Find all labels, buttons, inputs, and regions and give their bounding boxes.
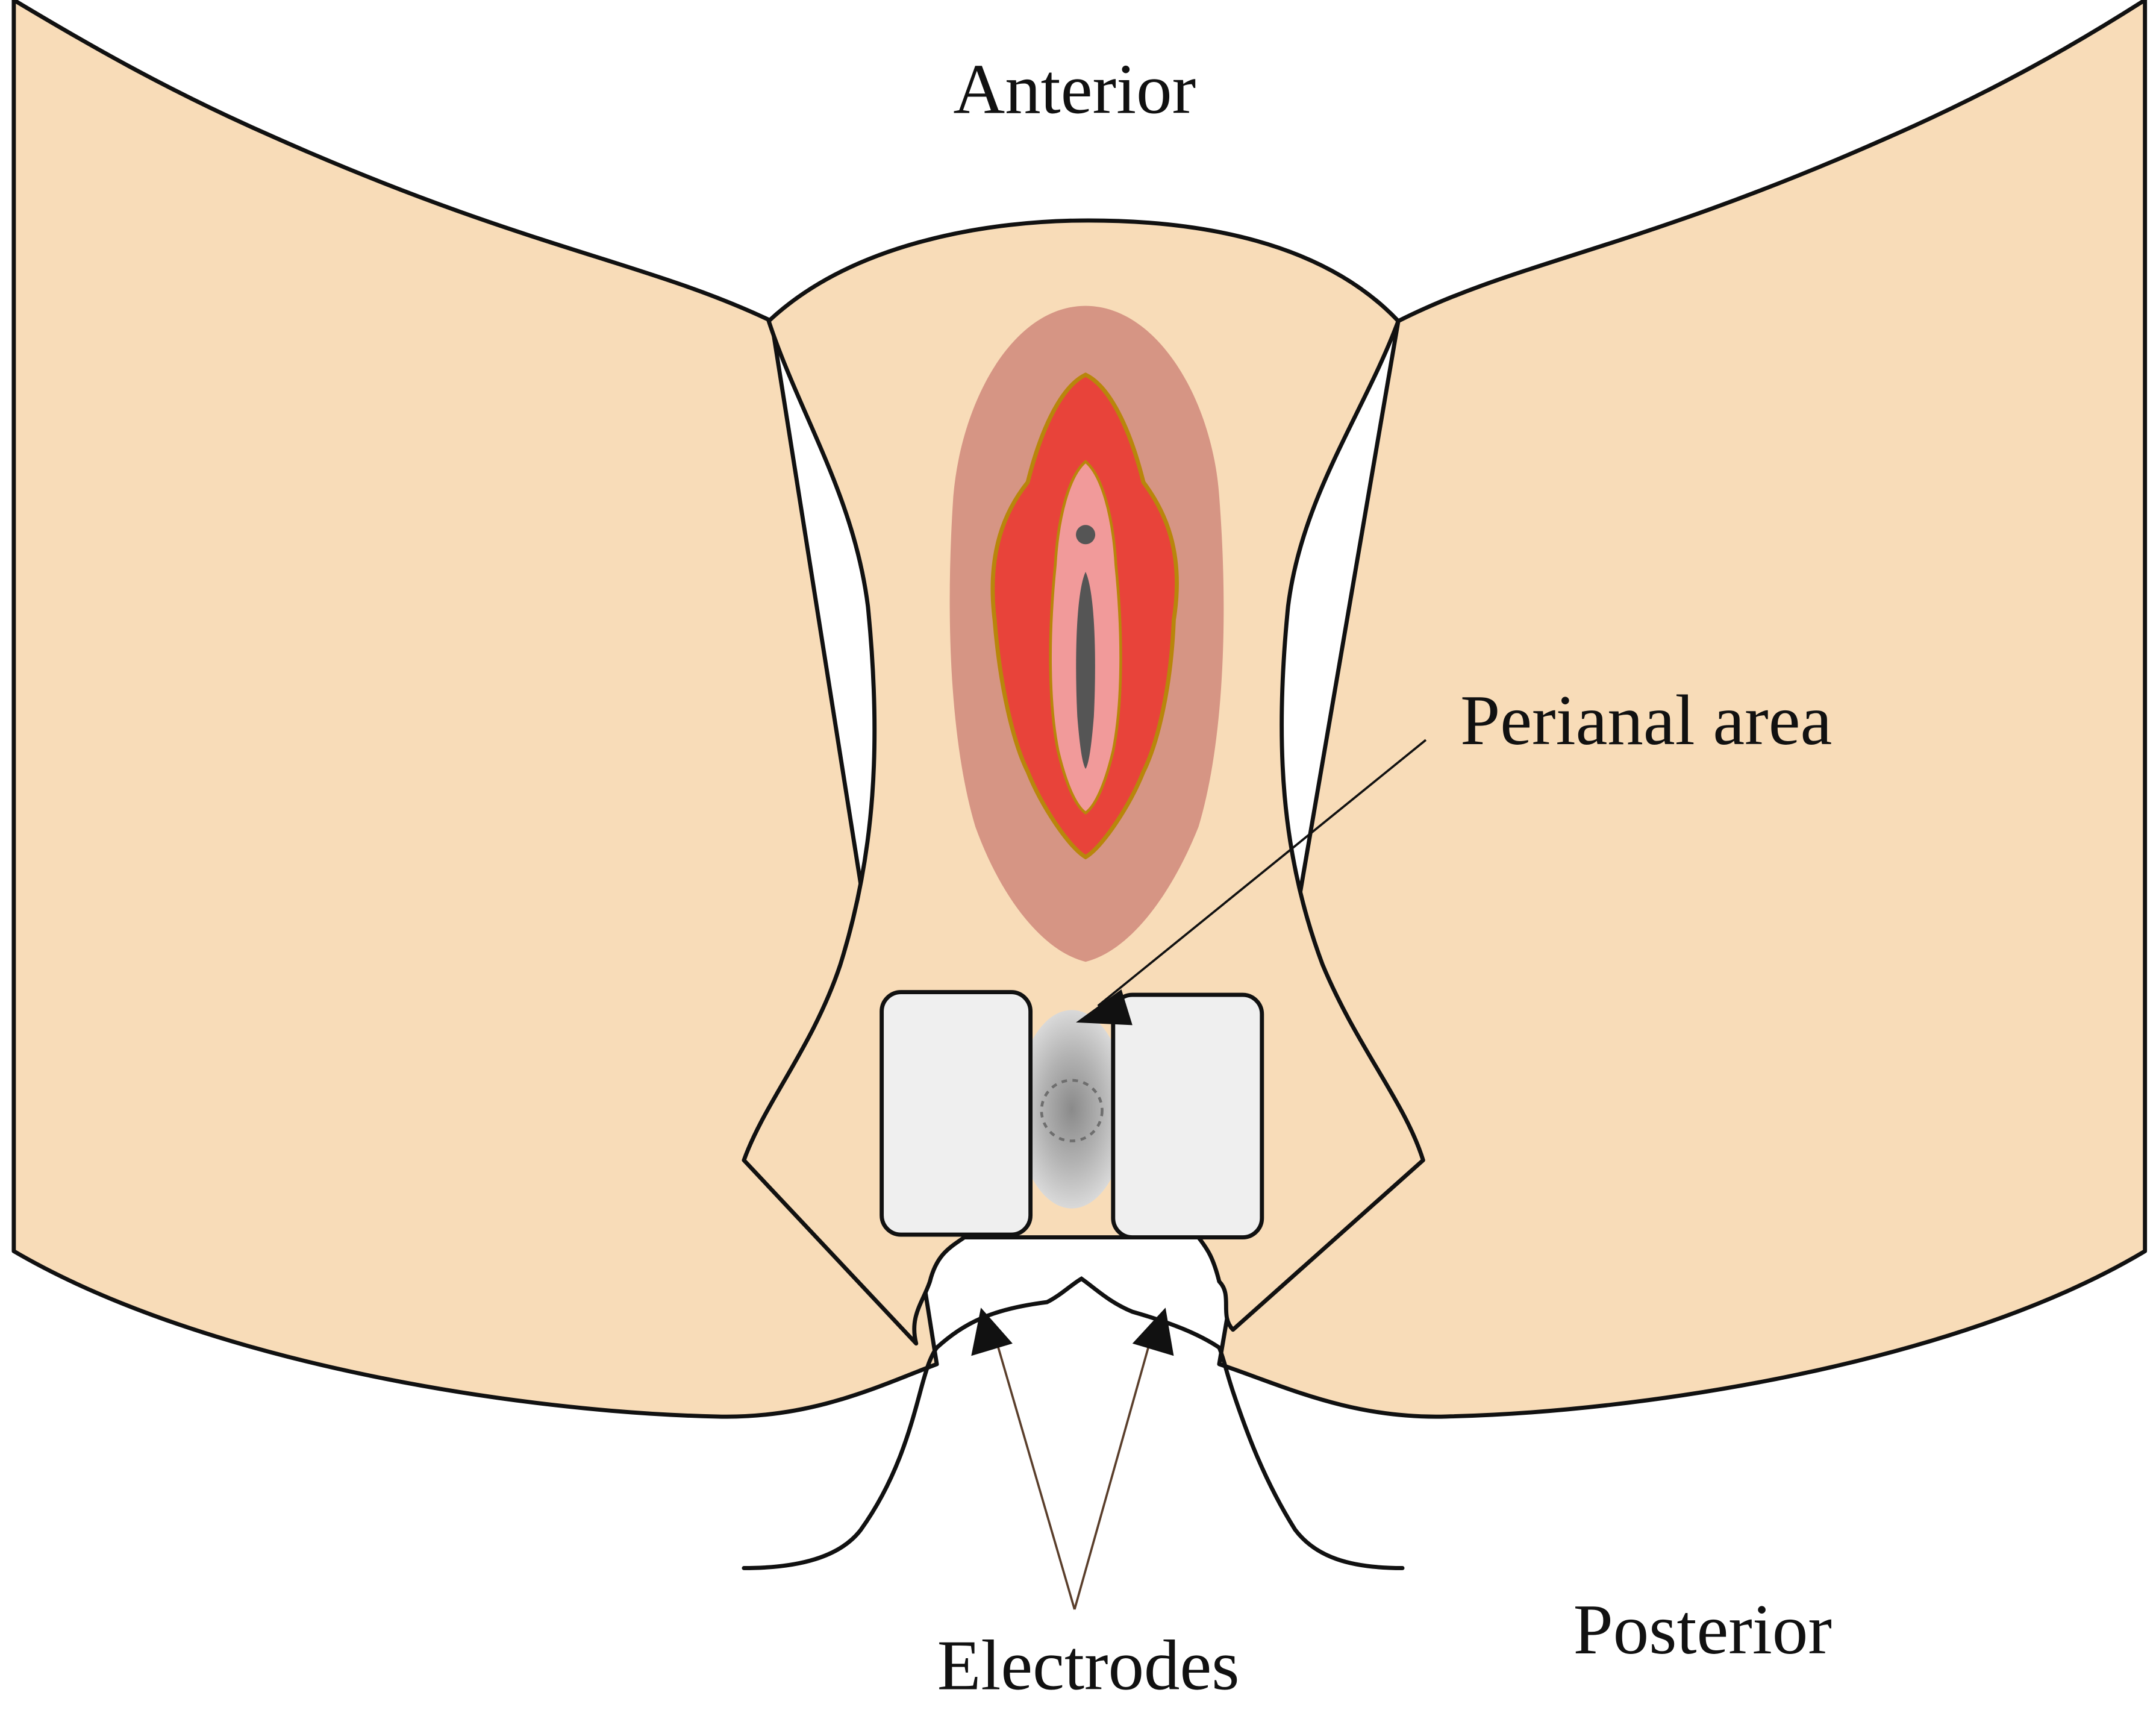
label-anterior: Anterior <box>953 49 1196 129</box>
right-thigh <box>1217 0 2148 1419</box>
gluteal-cleft-left <box>742 1345 939 1570</box>
urethral-opening <box>1076 525 1096 545</box>
label-perianal-area: Perianal area <box>1460 680 1832 760</box>
electrode-arrow-right <box>1132 1308 1174 1356</box>
left-thigh <box>11 0 939 1419</box>
anus-marker <box>1040 1079 1104 1142</box>
electrode-lead-right <box>1073 1325 1156 1610</box>
electrode-right <box>1111 992 1264 1240</box>
perianal-arrow-head <box>1076 989 1133 1026</box>
electrode-lead-left <box>990 1325 1076 1610</box>
vaginal-opening <box>1076 572 1095 769</box>
label-electrodes: Electrodes <box>937 1626 1240 1705</box>
label-posterior: Posterior <box>1573 1589 1832 1669</box>
gluteal-cleft-right <box>1217 1345 1405 1570</box>
perianal-area <box>1016 1010 1127 1209</box>
electrode-arrow-left <box>971 1308 1013 1356</box>
perianal-arrow-line <box>1097 739 1427 1007</box>
electrode-left <box>880 990 1033 1237</box>
